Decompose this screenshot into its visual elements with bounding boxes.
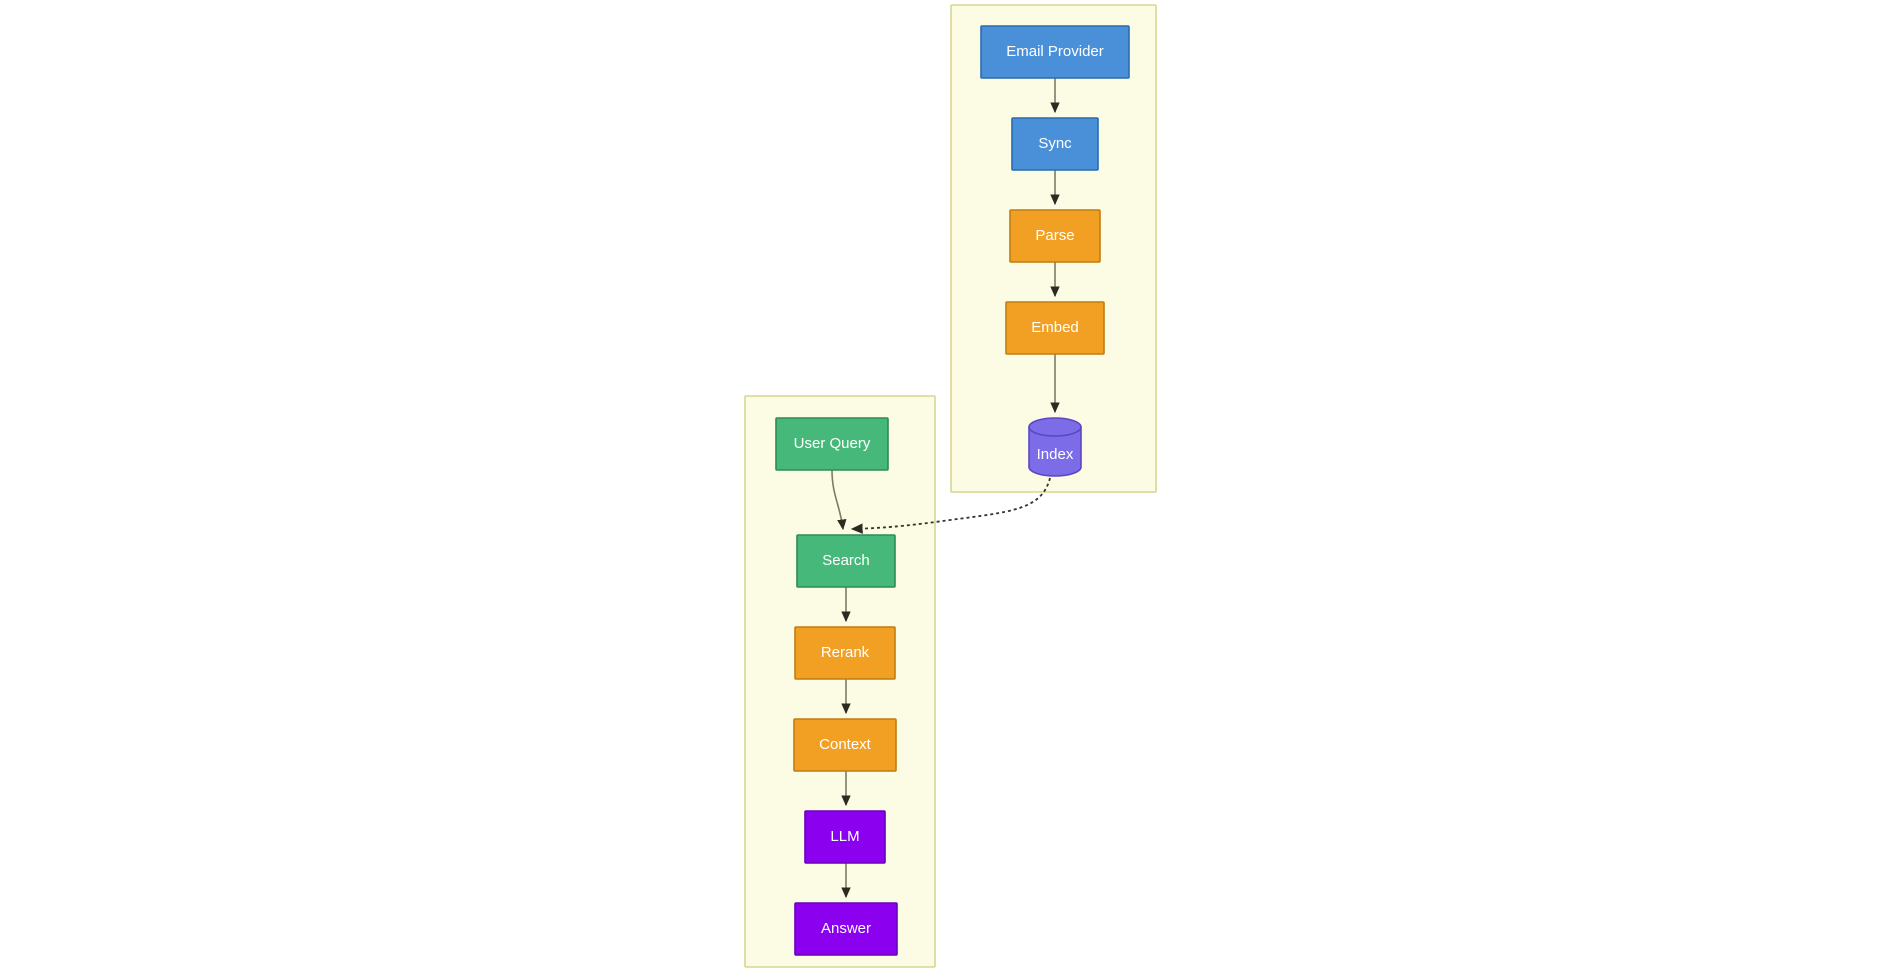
- node-box: [1005, 301, 1105, 355]
- node-sync[interactable]: Sync: [1011, 117, 1099, 171]
- node-embed[interactable]: Embed: [1005, 301, 1105, 355]
- node-user_query[interactable]: User Query: [775, 417, 889, 471]
- node-box: [1009, 209, 1101, 263]
- node-box: [1011, 117, 1099, 171]
- edge-user_query-to-search: [831, 469, 847, 531]
- node-parse[interactable]: Parse: [1009, 209, 1101, 263]
- node-box: [775, 417, 889, 471]
- node-search[interactable]: Search: [796, 534, 896, 588]
- node-box: [793, 718, 897, 772]
- node-box: [794, 902, 898, 956]
- node-context[interactable]: Context: [793, 718, 897, 772]
- retrieval-subgraph: [744, 395, 936, 968]
- edges-layer: [831, 78, 1060, 899]
- cylinder-body: [1028, 417, 1082, 477]
- node-index[interactable]: Index: [1028, 417, 1082, 477]
- cylinder-lid: [1028, 426, 1082, 437]
- node-rerank[interactable]: Rerank: [794, 626, 896, 680]
- node-answer[interactable]: Answer: [794, 902, 898, 956]
- node-llm[interactable]: LLM: [804, 810, 886, 864]
- node-box: [980, 25, 1130, 79]
- node-box: [794, 626, 896, 680]
- edge-index-to-search: [850, 477, 1051, 534]
- node-email_provider[interactable]: Email Provider: [980, 25, 1130, 79]
- node-box: [804, 810, 886, 864]
- node-box: [796, 534, 896, 588]
